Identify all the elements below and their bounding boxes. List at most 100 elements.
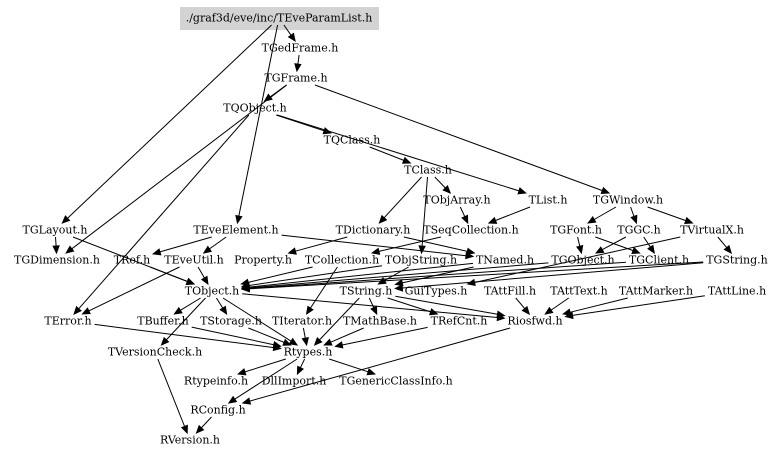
- edge-tcollection-to-tobject: [248, 266, 313, 283]
- arrowhead-tgedframe-to-tgframe: [294, 63, 302, 73]
- edge-tgobject-to-tobject: [249, 262, 549, 289]
- node-tgdimension-h: TGDimension.h: [14, 254, 100, 267]
- node-tstorage-h: TStorage.h: [200, 315, 262, 328]
- edge-tggc-to-tgobject: [601, 236, 627, 251]
- arrowhead-tstorage-to-rtypes: [282, 338, 292, 346]
- node-tgenericclassinfo-h: TGenericClassInfo.h: [339, 375, 452, 388]
- arrowhead-tgwindow-to-tvirtualx: [684, 216, 694, 225]
- arrowhead-tstring-to-riosfwd: [496, 310, 506, 318]
- edge-titerator-to-rtypes: [302, 327, 306, 339]
- node-property-h: Property.h: [234, 254, 292, 267]
- arrowhead-tgframe-to-tgwindow: [600, 186, 611, 194]
- root-node-label: ./graf3d/eve/inc/TEveParamList.h: [186, 12, 373, 25]
- edge-tgfont-to-tgobject: [577, 236, 581, 247]
- arrowhead-rtypes-to-rtypeinfo: [236, 368, 247, 376]
- arrowhead-root-to-tglayout: [61, 215, 71, 224]
- arrowhead-tobjarray-to-tseqcollection: [461, 214, 469, 225]
- node-tgframe-h: TGFrame.h: [264, 72, 327, 85]
- arrowhead-rtypes-to-dllimport: [296, 365, 304, 376]
- arrowhead-tobject-to-rtypes: [288, 337, 299, 346]
- node-tgwindow-h: TGWindow.h: [593, 194, 663, 207]
- node-tattfill-h: TAttFill.h: [484, 285, 536, 298]
- edge-tgedframe-to-tgframe: [297, 54, 300, 65]
- node-tnamed-h: TNamed.h: [476, 254, 534, 267]
- arrowhead-tversioncheck-to-rversion: [180, 424, 188, 435]
- arrowhead-tattmarker-to-riosfwd: [561, 308, 572, 316]
- arrowhead-tdictionary-to-tnamed: [466, 247, 476, 256]
- edge-tobject-to-tversioncheck: [165, 297, 206, 341]
- edge-tcollection-to-titerator: [309, 266, 338, 309]
- node-tglayout-h: TGLayout.h: [23, 224, 88, 237]
- node-dllimport-h: DllImport.h: [262, 375, 327, 388]
- arrowhead-tqclass-to-tclass: [401, 156, 412, 164]
- node-rtypeinfo-h: Rtypeinfo.h: [184, 375, 248, 388]
- node-layer: ./graf3d/eve/inc/TEveParamList.hTGedFram…: [14, 12, 768, 447]
- arrowhead-tgfont-to-tgobject: [576, 244, 584, 255]
- node-tqobject-h: TQObject.h: [223, 102, 287, 115]
- node-titerator-h: TIterator.h: [272, 315, 332, 328]
- edge-tgclient-to-tobject: [249, 261, 626, 289]
- node-tvirtualx-h: TVirtualX.h: [680, 224, 744, 237]
- node-guitypes-h: GuiTypes.h: [405, 285, 468, 298]
- arrowhead-rtypes-to-tgenericclassinfo: [366, 368, 377, 376]
- edge-tatttext-to-riosfwd: [550, 297, 569, 311]
- edge-tversioncheck-to-rversion: [157, 358, 186, 427]
- arrowhead-tseqcollection-to-tcollection: [370, 247, 381, 255]
- arrowhead-tgstring-to-tobject: [240, 285, 250, 293]
- edge-tgframe-to-tgwindow: [314, 84, 603, 192]
- edge-tobjarray-to-tseqcollection: [459, 206, 466, 217]
- arrowhead-tatttext-to-riosfwd: [544, 306, 554, 315]
- node-tdictionary-h: TDictionary.h: [336, 224, 411, 237]
- arrowhead-tqobject-to-tlist: [517, 187, 527, 195]
- edge-tgstring-to-tobject: [249, 261, 704, 290]
- arrowhead-tattfill-to-riosfwd: [521, 305, 531, 315]
- edge-tnamed-to-tobject: [249, 262, 474, 288]
- arrowhead-tnamed-to-tstring: [394, 279, 404, 287]
- edge-teveelement-to-teveutil: [209, 236, 227, 250]
- arrowhead-tlist-to-tseqcollection: [487, 216, 498, 224]
- edge-tgwindow-to-tgfont: [593, 206, 617, 220]
- arrowhead-rconfig-to-rversion: [195, 424, 205, 434]
- edge-tstring-to-tmathbase: [368, 297, 375, 308]
- edge-tdictionary-to-tnamed: [403, 236, 468, 252]
- edge-tclass-to-tobjstring: [421, 176, 428, 247]
- arrowhead-tvirtualx-to-tgstring: [723, 244, 733, 254]
- arrowhead-tdictionary-to-property: [287, 247, 297, 255]
- node-tversioncheck-h: TVersionCheck.h: [108, 346, 202, 359]
- node-tseqcollection-h: TSeqCollection.h: [423, 224, 518, 237]
- edge-tqclass-to-tclass: [369, 146, 404, 161]
- edge-rtypes-to-dllimport: [299, 358, 306, 368]
- arrowhead-tstring-to-trefcnt: [428, 308, 439, 316]
- edge-tglayout-to-tgdimension: [55, 236, 57, 247]
- edge-tobject-to-rtypes: [222, 297, 292, 342]
- arrowhead-riosfwd-to-rconfig: [241, 397, 252, 405]
- edge-tlist-to-tseqcollection: [495, 206, 531, 221]
- node-tgobject-h: TGObject.h: [551, 254, 614, 267]
- arrowhead-tbuffer-to-rtypes: [272, 340, 282, 349]
- node-riosfwd-h: Riosfwd.h: [507, 315, 562, 328]
- node-tobject-h: TObject.h: [185, 285, 239, 298]
- node-tattmarker-h: TAttMarker.h: [619, 285, 693, 298]
- edge-rtypes-to-rtypeinfo: [244, 358, 286, 373]
- edge-tobject-to-riosfwd: [242, 293, 498, 318]
- node-tggc-h: TGGC.h: [617, 224, 661, 237]
- node-rconfig-h: RConfig.h: [190, 404, 245, 417]
- arrowhead-tclass-to-tobjstring: [418, 245, 426, 255]
- root-node-box: [180, 7, 379, 30]
- edge-root-to-tglayout: [67, 24, 272, 219]
- node-tclass-h: TClass.h: [404, 164, 452, 177]
- edge-tqobject-to-terror: [78, 114, 250, 310]
- edge-tvirtualx-to-tgstring: [717, 236, 728, 248]
- arrowhead-root-to-teveelement: [235, 214, 243, 225]
- edge-tref-to-tobject: [149, 266, 188, 282]
- edge-tbuffer-to-rtypes: [191, 326, 274, 346]
- edge-tclass-to-tdictionary: [383, 176, 422, 219]
- edge-tstring-to-riosfwd: [395, 295, 498, 315]
- edge-tclass-to-tobjarray: [434, 176, 446, 189]
- arrowhead-tstring-to-rtypes: [313, 337, 323, 346]
- edge-tstorage-to-rtypes: [248, 327, 285, 343]
- arrowhead-titerator-to-rtypes: [301, 336, 309, 347]
- arrowhead-tclass-to-tdictionary: [378, 214, 388, 224]
- node-trefcnt-h: TRefCnt.h: [431, 315, 488, 328]
